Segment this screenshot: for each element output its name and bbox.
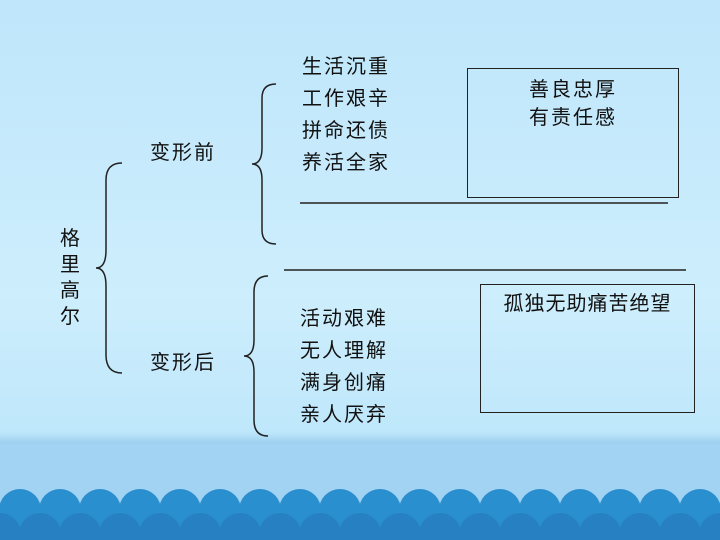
after-trait: 孤独无助痛苦绝望 xyxy=(503,291,672,315)
root-char: 格 xyxy=(60,226,80,250)
wave-decoration xyxy=(0,489,720,540)
wave-scallop xyxy=(539,513,581,540)
wave-scallop xyxy=(259,513,301,540)
wave-scallop xyxy=(179,513,221,540)
wave-scallop xyxy=(59,513,101,540)
before-item: 工作艰辛 xyxy=(302,86,390,110)
wave-scallop xyxy=(699,513,720,540)
before-traits-box: 善良忠厚 有责任感 xyxy=(467,68,679,198)
root-char: 里 xyxy=(60,252,80,276)
before-item: 养活全家 xyxy=(302,150,390,174)
wave-scallop xyxy=(0,513,21,540)
wave-scallop xyxy=(99,513,141,540)
before-trait: 善良忠厚 xyxy=(529,77,617,101)
root-char: 高 xyxy=(60,278,80,302)
after-item: 无人理解 xyxy=(300,338,388,362)
wave-row-bottom xyxy=(0,513,720,540)
wave-scallop xyxy=(579,513,621,540)
before-brace xyxy=(251,83,277,245)
before-label: 变形前 xyxy=(150,140,216,164)
wave-scallop xyxy=(299,513,341,540)
root-label: 格 里 高 尔 xyxy=(58,225,82,329)
after-brace xyxy=(243,275,269,437)
wave-scallop xyxy=(419,513,461,540)
wave-scallop xyxy=(459,513,501,540)
root-char: 尔 xyxy=(60,304,80,328)
wave-scallop xyxy=(499,513,541,540)
before-item: 生活沉重 xyxy=(302,54,390,78)
before-trait: 有责任感 xyxy=(529,105,617,129)
wave-scallop xyxy=(379,513,421,540)
wave-scallop xyxy=(339,513,381,540)
after-traits-box: 孤独无助痛苦绝望 xyxy=(480,284,695,413)
wave-scallop xyxy=(19,513,61,540)
before-item: 拼命还债 xyxy=(302,118,390,142)
wave-scallop xyxy=(659,513,701,540)
wave-scallop xyxy=(619,513,661,540)
after-item: 活动艰难 xyxy=(300,306,388,330)
wave-scallop xyxy=(219,513,261,540)
after-item: 亲人厌弃 xyxy=(300,402,388,426)
wave-scallop xyxy=(139,513,181,540)
root-brace xyxy=(95,162,123,374)
after-label: 变形后 xyxy=(150,350,216,374)
after-item: 满身创痛 xyxy=(300,370,388,394)
